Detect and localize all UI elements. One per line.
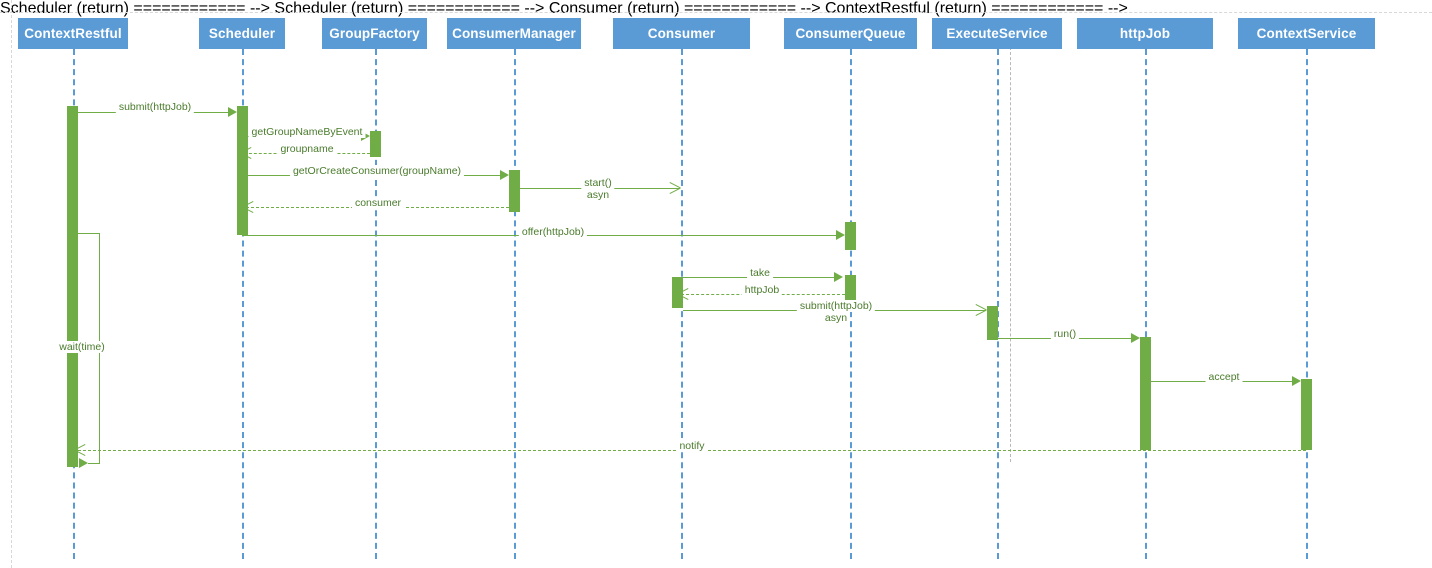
participant-contextrestful[interactable]: ContextRestful (18, 18, 128, 49)
arrowhead-start (670, 182, 681, 194)
arrowhead-getgroupnamebyevent (361, 131, 370, 141)
lifeline-executeservice (997, 49, 999, 559)
activation-contextservice (1301, 379, 1312, 450)
arrowhead-getorcreateconsumer (500, 170, 509, 180)
message-label-take: take (747, 267, 773, 279)
participant-contextservice[interactable]: ContextService (1238, 18, 1375, 49)
page-guide-vertical-mid (1010, 42, 1011, 462)
lifeline-scheduler (242, 49, 244, 559)
page-guide-horizontal (0, 12, 1432, 13)
participant-consumermanager[interactable]: ConsumerManager (447, 18, 581, 49)
lifeline-httpjob (1145, 49, 1147, 559)
message-label-run: run() (1050, 328, 1080, 340)
arrowhead-notify (74, 444, 85, 456)
message-label-waittime: wait(time) (56, 341, 108, 353)
message-label-getgroupnamebyevent: getGroupNameByEvent (248, 126, 366, 138)
arrowhead-waittime (79, 458, 88, 468)
activation-scheduler (237, 106, 248, 235)
message-label-notify: notify (676, 440, 708, 452)
message-line-waittime-top (78, 233, 100, 234)
message-label-submit-httpjob: submit(httpJob) (115, 101, 195, 113)
lifeline-consumermanager (514, 49, 516, 559)
participant-consumerqueue[interactable]: ConsumerQueue (784, 18, 917, 49)
message-label-submit-httpjob-2: submit(httpJob) (796, 300, 876, 312)
lifeline-groupfactory (375, 49, 377, 559)
participant-scheduler[interactable]: Scheduler (199, 18, 285, 49)
arrowhead-offer-httpjob (836, 230, 845, 240)
activation-consumerqueue-offer (845, 222, 856, 250)
arrowhead-submit-httpjob (228, 107, 237, 117)
message-stub-offer-httpjob (242, 222, 243, 236)
participant-executeservice[interactable]: ExecuteService (932, 18, 1062, 49)
arrowhead-submit-httpjob-2 (976, 304, 987, 316)
arrowhead-take (834, 272, 843, 282)
message-label-offer-httpjob: offer(httpJob) (518, 226, 588, 238)
activation-contextrestful (67, 106, 78, 467)
lifeline-contextservice (1306, 49, 1308, 559)
page-guide-vertical-left (11, 0, 12, 568)
message-sublabel-start-asyn: asyn (583, 189, 613, 201)
arrowhead-groupname (240, 147, 251, 159)
message-label-httpjob-return: httpJob (741, 284, 783, 296)
message-label-accept: accept (1205, 371, 1243, 383)
message-label-start: start() (581, 177, 615, 189)
message-label-groupname: groupname (277, 143, 337, 155)
arrowhead-accept (1292, 376, 1301, 386)
message-sublabel-submit-httpjob-2-asyn: asyn (821, 312, 851, 324)
arrowhead-httpjob-return (677, 288, 688, 300)
message-line-waittime-bottom (88, 463, 100, 464)
activation-httpjob (1140, 337, 1151, 450)
activation-consumerqueue-take (845, 275, 856, 303)
activation-executeservice (987, 306, 998, 340)
participant-httpjob[interactable]: httpJob (1077, 18, 1213, 49)
arrowhead-consumer-return (242, 201, 253, 213)
message-label-getorcreateconsumer: getOrCreateConsumer(groupName) (289, 165, 465, 177)
message-label-consumer-return: consumer (351, 197, 405, 209)
activation-consumermanager (509, 170, 520, 212)
arrowhead-run (1131, 333, 1140, 343)
activation-groupfactory (370, 131, 381, 157)
participant-consumer[interactable]: Consumer (613, 18, 750, 49)
participant-groupfactory[interactable]: GroupFactory (322, 18, 427, 49)
